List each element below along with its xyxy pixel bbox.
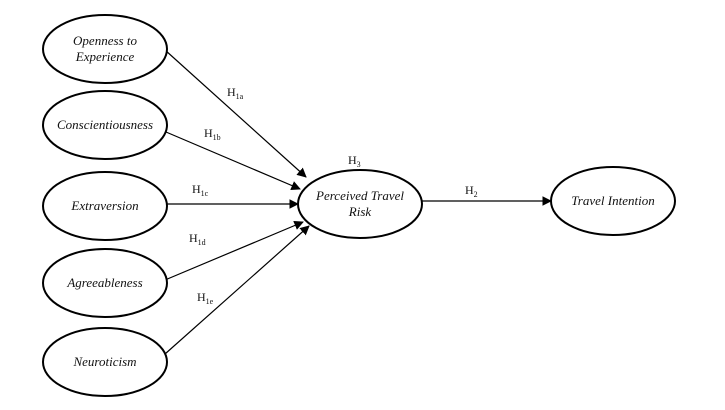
node-ellipse xyxy=(42,327,168,397)
node-ellipse xyxy=(42,90,168,160)
node-ellipse xyxy=(42,14,168,84)
node-travel-intention: Travel Intention xyxy=(550,166,676,236)
edge-arrow-h1e xyxy=(164,225,310,355)
node-label: Perceived Travel xyxy=(315,188,404,203)
node-label: Agreeableness xyxy=(66,275,142,290)
hypothesis-label-h1a: H1a xyxy=(227,85,244,101)
nodes-layer: Openness toExperienceConscientiousnessEx… xyxy=(42,14,676,397)
node-label: Experience xyxy=(75,49,135,64)
hypothesis-label-h1e: H1e xyxy=(197,290,214,306)
node-ellipse xyxy=(297,169,423,239)
node-label: Extraversion xyxy=(70,198,138,213)
edge-arrow-h1b xyxy=(165,131,301,191)
node-ellipse xyxy=(550,166,676,236)
node-label: Conscientiousness xyxy=(57,117,153,132)
node-label: Openness to xyxy=(73,33,137,48)
node-agreeableness: Agreeableness xyxy=(42,248,168,318)
node-ellipse xyxy=(42,248,168,318)
node-conscientiousness: Conscientiousness xyxy=(42,90,168,160)
hypothesis-label-h3: H3 xyxy=(348,153,361,169)
node-label: Neuroticism xyxy=(72,354,136,369)
node-label: Risk xyxy=(348,204,372,219)
hypothesis-label-h1c: H1c xyxy=(192,182,209,198)
node-label: Travel Intention xyxy=(571,193,654,208)
edge-arrow-h1d xyxy=(164,220,304,281)
node-extraversion: Extraversion xyxy=(42,171,168,241)
hypothesis-label-h1d: H1d xyxy=(189,231,206,247)
hypothesis-label-h1b: H1b xyxy=(204,126,221,142)
node-neuroticism: Neuroticism xyxy=(42,327,168,397)
edge-arrow-h1a xyxy=(164,49,307,178)
node-ellipse xyxy=(42,171,168,241)
edges-layer xyxy=(164,49,552,355)
hypothesis-label-h2: H2 xyxy=(465,183,478,199)
